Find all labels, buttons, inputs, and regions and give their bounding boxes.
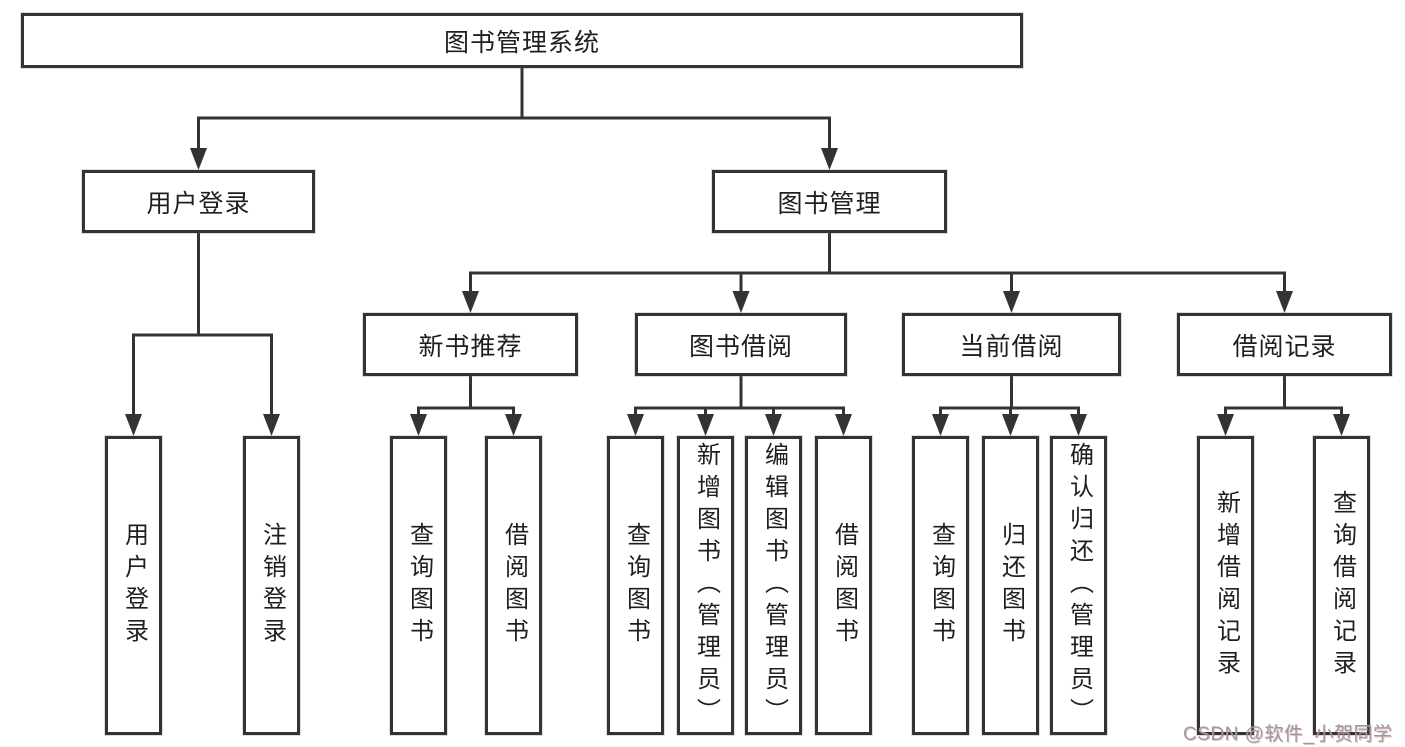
- leaf-label: 注销登录: [258, 521, 286, 650]
- node-book-borrow: 图书借阅: [635, 313, 847, 376]
- leaf-query-borrow-record: 查询借阅记录: [1313, 436, 1370, 735]
- node-book-management: 图书管理: [712, 170, 947, 233]
- node-new-book-recommend: 新书推荐: [363, 313, 578, 376]
- leaf-label: 确认归还（管理员）: [1065, 441, 1093, 730]
- leaf-user-login: 用户登录: [105, 436, 162, 735]
- leaf-label: 查询图书: [405, 521, 433, 650]
- arrowheads: [125, 148, 1350, 436]
- node-borrow-records-label: 借阅记录: [1232, 332, 1337, 361]
- node-book-borrow-label: 图书借阅: [688, 332, 793, 361]
- leaf-current-query-books: 查询图书: [912, 436, 969, 735]
- leaf-label: 用户登录: [120, 521, 148, 650]
- leaf-label: 借阅图书: [830, 521, 858, 650]
- node-user-login-label: 用户登录: [146, 189, 251, 218]
- node-root: 图书管理系统: [21, 13, 1023, 68]
- leaf-label: 借阅图书: [500, 521, 528, 650]
- leaf-label: 查询借阅记录: [1328, 489, 1356, 682]
- leaf-label: 查询图书: [622, 521, 650, 650]
- leaf-borrow-query-books: 查询图书: [607, 436, 664, 735]
- leaf-label: 新增借阅记录: [1212, 489, 1240, 682]
- leaf-return-books: 归还图书: [982, 436, 1039, 735]
- csdn-watermark: CSDN @软件_小贺同学: [1183, 724, 1393, 745]
- leaf-recommend-borrow-books: 借阅图书: [485, 436, 542, 735]
- leaf-add-borrow-record: 新增借阅记录: [1197, 436, 1254, 735]
- leaf-logout: 注销登录: [243, 436, 300, 735]
- node-user-login: 用户登录: [82, 170, 315, 233]
- leaf-label: 查询图书: [927, 521, 955, 650]
- leaf-recommend-query-books: 查询图书: [390, 436, 447, 735]
- node-current-borrow-label: 当前借阅: [959, 332, 1064, 361]
- leaf-confirm-return-admin: 确认归还（管理员）: [1050, 436, 1107, 735]
- node-root-label: 图书管理系统: [443, 28, 600, 57]
- leaf-add-books-admin: 新增图书（管理员）: [677, 436, 734, 735]
- leaf-label: 归还图书: [997, 521, 1025, 650]
- node-borrow-records: 借阅记录: [1177, 313, 1392, 376]
- node-new-book-recommend-label: 新书推荐: [418, 332, 523, 361]
- node-current-borrow: 当前借阅: [902, 313, 1121, 376]
- node-book-management-label: 图书管理: [777, 189, 882, 218]
- leaf-edit-books-admin: 编辑图书（管理员）: [745, 436, 802, 735]
- leaf-label: 新增图书（管理员）: [692, 441, 720, 730]
- leaf-borrow-books: 借阅图书: [815, 436, 872, 735]
- leaf-label: 编辑图书（管理员）: [760, 441, 788, 730]
